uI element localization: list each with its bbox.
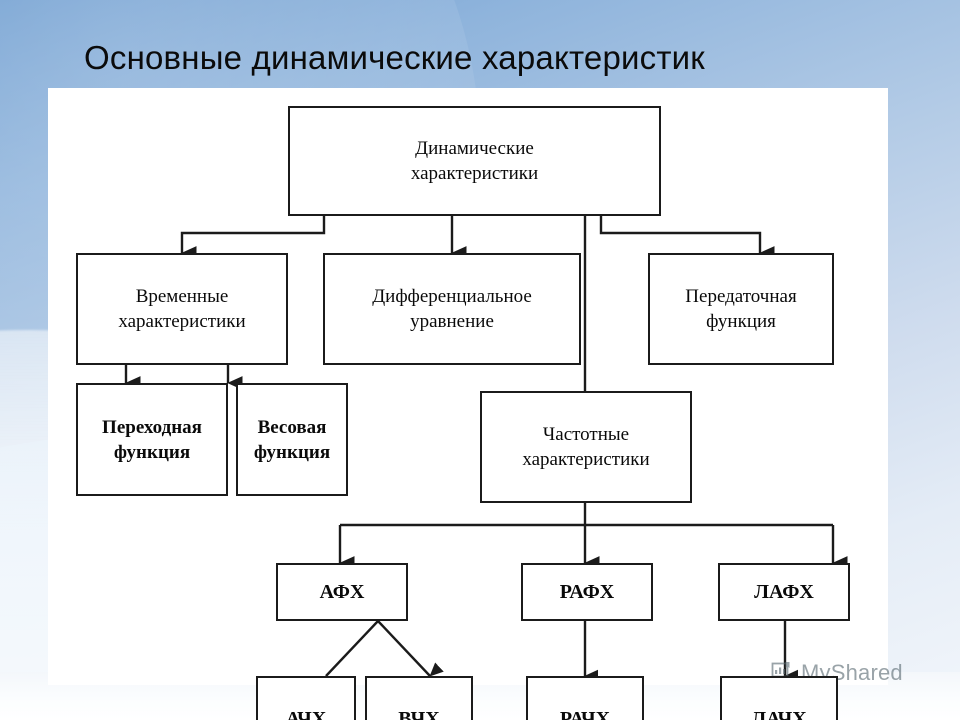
node-lachx-lfchx[interactable]: ЛАЧХ ЛФЧХ bbox=[720, 676, 838, 720]
node-lafh[interactable]: ЛАФХ bbox=[718, 563, 850, 621]
edge-afh-achx bbox=[325, 620, 379, 685]
node-label: Дифференциальное уравнение bbox=[372, 286, 532, 332]
node-step-function[interactable]: Переходная функция bbox=[76, 383, 228, 496]
node-afh[interactable]: АФХ bbox=[276, 563, 408, 621]
node-label: Переходная функция bbox=[102, 416, 202, 463]
node-achx-fchx[interactable]: АЧХ ФЧХ bbox=[256, 676, 356, 720]
node-label: Временные характеристики bbox=[118, 286, 246, 332]
edge-root-time bbox=[180, 216, 326, 260]
node-label: РАЧХ РФЧХ bbox=[559, 708, 611, 720]
node-label: Частотные характеристики bbox=[522, 424, 650, 470]
node-label: РАФХ bbox=[559, 581, 615, 603]
node-dynamic-characteristics[interactable]: Динамические характеристики bbox=[288, 106, 661, 216]
node-label: ВЧХ МЧХ bbox=[398, 708, 440, 720]
node-vchx-mchx[interactable]: ВЧХ МЧХ bbox=[365, 676, 473, 720]
node-rafh[interactable]: РАФХ bbox=[521, 563, 653, 621]
node-label: АФХ bbox=[319, 581, 365, 603]
node-label: Динамические характеристики bbox=[410, 138, 539, 184]
node-transfer-function[interactable]: Передаточная функция bbox=[648, 253, 834, 365]
node-weight-function[interactable]: Весовая функция bbox=[236, 383, 348, 496]
node-label: Передаточная функция bbox=[685, 286, 797, 332]
edge-afh-vchx bbox=[377, 620, 444, 677]
edge-root-transfer bbox=[599, 216, 775, 260]
node-rachx-rfchx[interactable]: РАЧХ РФЧХ bbox=[526, 676, 644, 720]
node-label: ЛАФХ bbox=[754, 581, 814, 603]
node-label: ЛАЧХ ЛФЧХ bbox=[751, 708, 807, 720]
node-frequency-characteristics[interactable]: Частотные характеристики bbox=[480, 391, 692, 503]
node-label: Весовая функция bbox=[253, 416, 331, 463]
diagram-canvas: Динамические характеристики Временные ха… bbox=[48, 88, 888, 720]
page-title: Основные динамические характеристик bbox=[84, 39, 705, 76]
node-differential-equation[interactable]: Дифференциальное уравнение bbox=[323, 253, 581, 365]
node-time-characteristics[interactable]: Временные характеристики bbox=[76, 253, 288, 365]
node-label: АЧХ ФЧХ bbox=[285, 708, 327, 720]
